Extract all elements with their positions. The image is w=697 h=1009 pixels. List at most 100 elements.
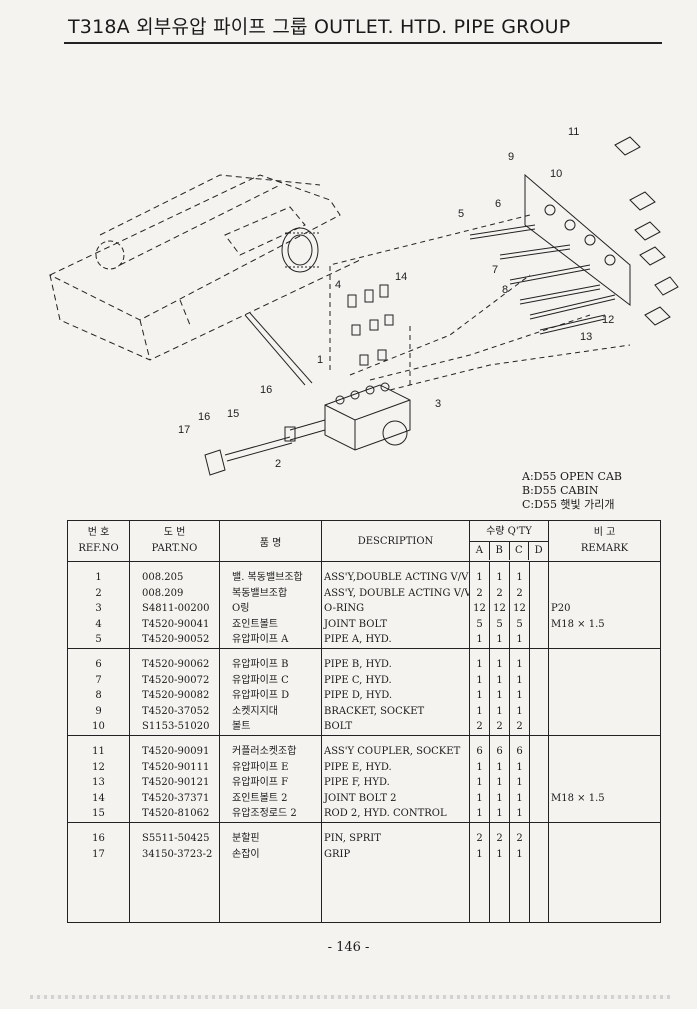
- cell-a: 1: [469, 806, 490, 823]
- cell-part: 008.209: [129, 585, 220, 602]
- callout-8: 8: [502, 284, 508, 296]
- cell-ref: 15: [92, 808, 105, 820]
- cell-ref: 4: [95, 618, 102, 630]
- cell-desc: BRACKET, SOCKET: [321, 703, 470, 720]
- cell-part: T4520-81062: [129, 806, 220, 823]
- cell-part: T4520-90072: [129, 672, 220, 689]
- cell-ref: 10: [92, 721, 105, 733]
- cell-desc: JOINT BOLT: [321, 616, 470, 633]
- cell-remark: P20: [548, 601, 661, 617]
- cell-desc: ROD 2, HYD. CONTROL: [321, 806, 470, 823]
- cell-b: 1: [489, 703, 510, 720]
- cell-remark: [548, 632, 661, 649]
- cell-a: 1: [469, 672, 490, 689]
- coupler-sockets: [614, 136, 679, 326]
- callout-16a: 16: [260, 384, 272, 396]
- cell-b: 1: [489, 775, 510, 791]
- legend-c: C:D55 햇빛 가리개: [522, 498, 615, 511]
- cell-name: 밸. 복동밸브조합: [219, 570, 322, 586]
- cell-part: T4520-90091: [129, 743, 220, 760]
- callout-6: 6: [495, 198, 501, 210]
- cell-ref: 17: [92, 848, 105, 860]
- header-qty-a: A: [475, 544, 483, 556]
- cell-c: 1: [509, 846, 530, 863]
- cell-b: 1: [489, 672, 510, 689]
- tractor-body-outline: [48, 174, 361, 361]
- cell-c: 1: [509, 632, 530, 649]
- cell-d: [529, 743, 549, 760]
- cell-ref: 14: [92, 792, 105, 804]
- cell-c: 1: [509, 806, 530, 823]
- cell-d: [529, 775, 549, 791]
- cell-c: 1: [509, 703, 530, 720]
- cell-ref: 7: [95, 674, 102, 686]
- gear-shape: [281, 227, 320, 273]
- callout-4: 4: [335, 279, 341, 291]
- cell-c: 1: [509, 790, 530, 807]
- cell-desc: PIPE F, HYD.: [321, 775, 470, 791]
- cell-c: 1: [509, 775, 530, 791]
- cell-part: T4520-37052: [129, 703, 220, 720]
- cell-b: 1: [489, 806, 510, 823]
- cell-remark: [548, 719, 661, 736]
- group-spacer: [67, 821, 661, 831]
- exploded-parts-diagram: 11 9 10 5 6 14 4 7 8 12 13 1 3 16 16 15 …: [48, 126, 679, 476]
- cell-remark: [548, 830, 661, 847]
- cell-name: 복동밸브조합: [219, 585, 322, 602]
- cell-name: 죠인트볼트 2: [219, 790, 322, 807]
- cell-part: S4811-00200: [129, 601, 220, 617]
- cell-b: 1: [489, 759, 510, 776]
- cell-c: 2: [509, 830, 530, 847]
- cell-part: 34150-3723-2: [129, 846, 220, 863]
- header-ref-en: REF.NO: [78, 543, 119, 554]
- legend-b: B:D55 CABIN: [522, 484, 599, 497]
- cell-remark: [548, 806, 661, 823]
- cell-a: 5: [469, 616, 490, 633]
- cell-name: 유압파이프 E: [219, 759, 322, 776]
- header-ref: 번 호 REF.NO: [67, 520, 130, 562]
- cell-desc: PIPE A, HYD.: [321, 632, 470, 649]
- cell-b: 2: [489, 585, 510, 602]
- cell-name: 죠인트볼트: [219, 616, 322, 633]
- cell-part: T4520-90052: [129, 632, 220, 649]
- cell-a: 1: [469, 570, 490, 586]
- cell-d: [529, 703, 549, 720]
- cell-a: 2: [469, 719, 490, 736]
- cell-part: T4520-90062: [129, 656, 220, 673]
- scan-edge: [30, 995, 670, 999]
- valve-block: [284, 382, 411, 451]
- table-tail-spacer: [68, 862, 661, 923]
- cell-a: 1: [469, 759, 490, 776]
- cell-a: 2: [469, 830, 490, 847]
- group-spacer: [68, 561, 661, 570]
- cell-part: S1153-51020: [129, 719, 220, 736]
- cell-ref: 2: [95, 587, 102, 599]
- cell-remark: [548, 775, 661, 791]
- cell-name: O링: [219, 601, 322, 617]
- header-ref-ko: 번 호: [87, 527, 110, 538]
- callout-1: 1: [317, 354, 323, 366]
- cell-a: 6: [469, 743, 490, 760]
- callout-3: 3: [435, 398, 441, 410]
- cell-a: 1: [469, 703, 490, 720]
- cell-d: [529, 830, 549, 847]
- page-title: T318A 외부유압 파이프 그룹 OUTLET. HTD. PIPE GROU…: [68, 16, 571, 38]
- cell-desc: GRIP: [321, 846, 470, 863]
- cell-d: [529, 846, 549, 863]
- cell-desc: BOLT: [321, 719, 470, 736]
- header-qty-d: D: [528, 541, 548, 560]
- cell-b: 2: [489, 719, 510, 736]
- cell-b: 1: [489, 632, 510, 649]
- cell-a: 2: [469, 585, 490, 602]
